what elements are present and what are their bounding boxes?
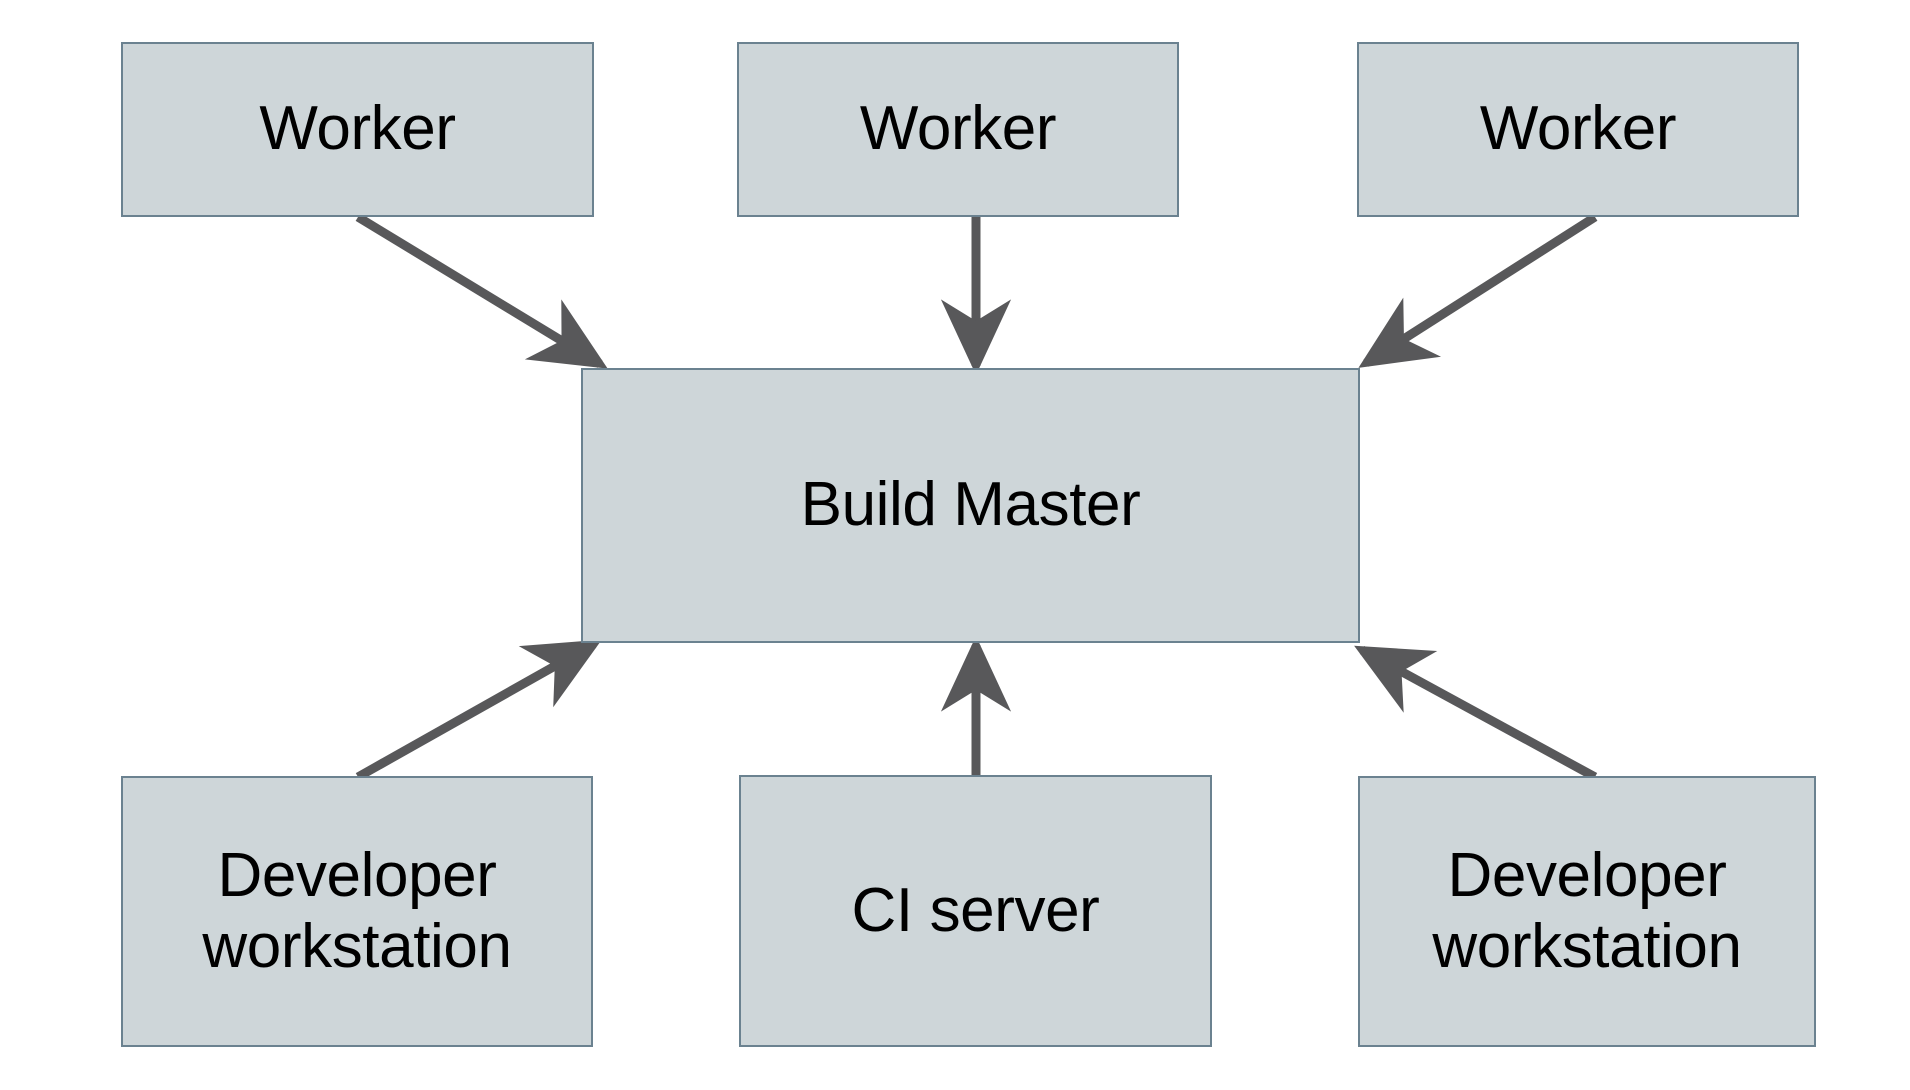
node-worker-3[interactable]: Worker bbox=[1357, 42, 1799, 217]
node-build-master[interactable]: Build Master bbox=[581, 368, 1360, 643]
edge-developer-workstation-right-to-master bbox=[1354, 645, 1598, 781]
edge-worker3-to-master bbox=[1358, 213, 1598, 368]
node-worker-2[interactable]: Worker bbox=[737, 42, 1179, 217]
edge-developer-workstation-left-to-master bbox=[355, 639, 602, 781]
node-developer-workstation-right[interactable]: Developer workstation bbox=[1358, 776, 1816, 1047]
node-worker-2-label: Worker bbox=[859, 94, 1057, 164]
node-worker-1-label: Worker bbox=[259, 94, 456, 164]
node-developer-workstation-left-label: Developer workstation bbox=[202, 840, 512, 981]
node-worker-1[interactable]: Worker bbox=[121, 42, 594, 217]
edge-worker1-to-master bbox=[355, 213, 608, 369]
node-ci-server-label: CI server bbox=[851, 875, 1100, 945]
node-developer-workstation-right-label: Developer workstation bbox=[1432, 840, 1742, 981]
node-build-master-label: Build Master bbox=[800, 470, 1141, 540]
node-ci-server[interactable]: CI server bbox=[739, 775, 1212, 1047]
node-developer-workstation-left[interactable]: Developer workstation bbox=[121, 776, 593, 1047]
node-worker-3-label: Worker bbox=[1479, 94, 1677, 164]
